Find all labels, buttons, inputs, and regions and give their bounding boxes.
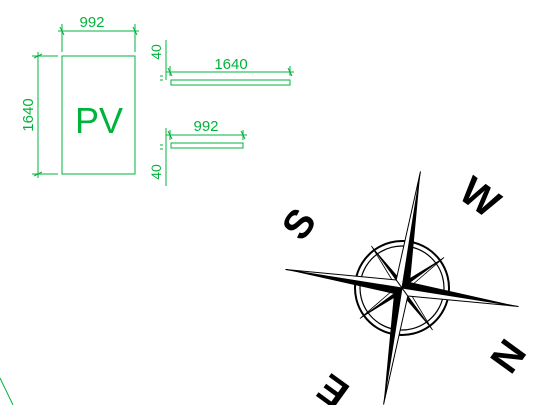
side-short-length-label: 992 — [193, 118, 218, 135]
stray-line — [0, 377, 14, 405]
side-short-thickness-label: 40 — [148, 164, 164, 180]
side-long-length-label: 1640 — [214, 56, 247, 73]
side-short-profile — [170, 142, 244, 149]
pv-panel-label: PV — [75, 100, 123, 141]
pv-panel-front-view: PV 992 1640 — [20, 14, 139, 178]
height-dimension-label: 1640 — [20, 98, 37, 131]
compass-label-w: W — [451, 169, 508, 227]
compass-label-n: N — [481, 331, 534, 380]
compass-main-points — [285, 171, 519, 405]
side-long-thickness-label: 40 — [148, 44, 164, 60]
side-long-profile — [170, 79, 291, 86]
compass-intercardinal-points — [359, 245, 445, 331]
compass-label-e: E — [310, 365, 357, 405]
pv-side-view-short: 40 992 — [148, 118, 247, 186]
compass-rose — [354, 240, 450, 336]
pv-side-view-long: 40 1640 — [148, 40, 294, 86]
compass-label-s: S — [274, 201, 325, 248]
width-dimension-label: 992 — [79, 14, 104, 31]
pv-panel-outline — [61, 55, 136, 175]
